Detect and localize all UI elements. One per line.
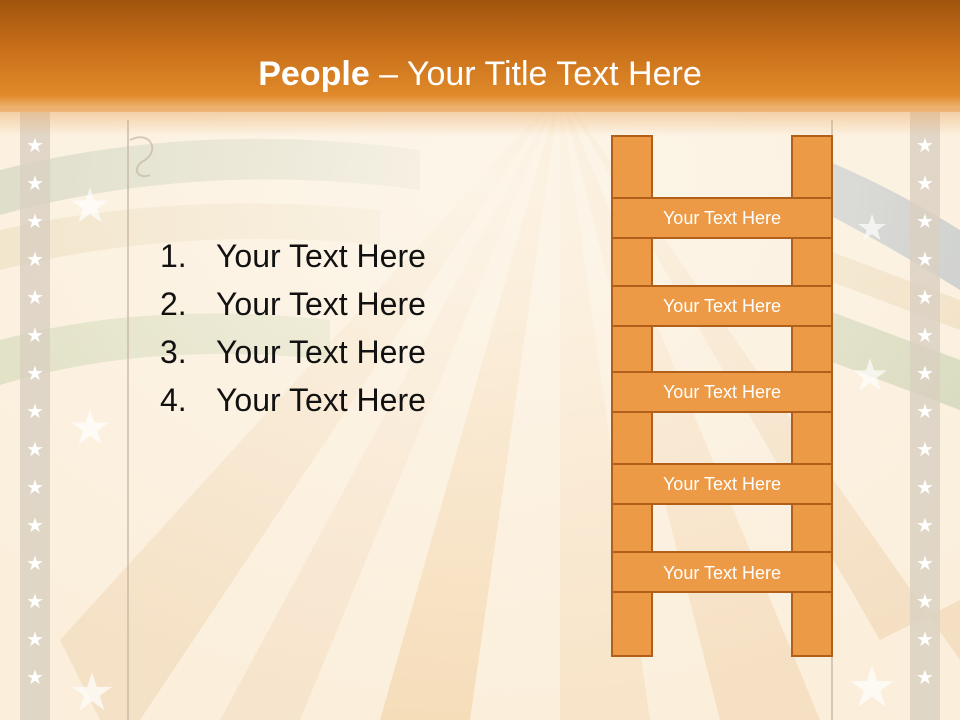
slide-title: People – Your Title Text Here [0, 52, 960, 96]
svg-text:★: ★ [916, 285, 934, 309]
list-text: Your Text Here [216, 238, 426, 274]
list-number: 4. [160, 382, 187, 418]
title-banner-fade [0, 108, 960, 136]
ladder-rung-label: Your Text Here [662, 296, 782, 316]
ladder-rung [611, 463, 833, 505]
svg-text:★: ★ [916, 399, 934, 423]
ladder-rung [611, 371, 833, 413]
ladder-rail-segment [791, 325, 833, 373]
svg-text:★: ★ [26, 171, 44, 195]
list-item: 2. Your Text Here [160, 280, 426, 328]
ladder-rail-segment [791, 237, 833, 287]
list-item: 1. Your Text Here [160, 232, 426, 280]
svg-text:★: ★ [26, 551, 44, 575]
svg-text:★: ★ [916, 247, 934, 271]
svg-text:★: ★ [26, 133, 44, 157]
ladder-rung-label: Your Text Here [662, 382, 782, 402]
ladder-rail-segment [611, 503, 653, 553]
svg-text:★: ★ [847, 655, 897, 720]
svg-text:★: ★ [916, 475, 934, 499]
svg-text:★: ★ [69, 663, 116, 720]
svg-text:★: ★ [68, 400, 111, 456]
ladder-rung [611, 285, 833, 327]
numbered-list: 1. Your Text Here 2. Your Text Here 3. Your… [160, 232, 426, 424]
list-item: 3. Your Text Here [160, 328, 426, 376]
svg-text:★: ★ [26, 665, 44, 689]
list-number: 1. [160, 238, 187, 274]
svg-text:★: ★ [916, 437, 934, 461]
svg-text:★: ★ [916, 513, 934, 537]
svg-text:★: ★ [916, 323, 934, 347]
ladder-rail-segment [611, 591, 653, 657]
title-rest: – Your Title Text Here [369, 55, 702, 93]
svg-text:★: ★ [26, 589, 44, 613]
list-number: 2. [160, 286, 187, 322]
svg-text:★: ★ [856, 208, 888, 249]
svg-text:★: ★ [26, 361, 44, 385]
svg-text:★: ★ [26, 285, 44, 309]
ladder-rung-label: Your Text Here [662, 563, 782, 583]
svg-text:★: ★ [26, 399, 44, 423]
svg-text:★: ★ [916, 551, 934, 575]
svg-text:★: ★ [26, 475, 44, 499]
title-banner [0, 0, 960, 112]
ladder-rail-segment [791, 503, 833, 553]
ladder-rail-segment [611, 325, 653, 373]
svg-text:★: ★ [850, 350, 889, 401]
title-bold: People [258, 55, 370, 93]
list-text: Your Text Here [216, 286, 426, 322]
ladder-rail-segment [791, 135, 833, 199]
svg-text:★: ★ [916, 361, 934, 385]
svg-text:★: ★ [26, 209, 44, 233]
ladder-rail-segment [611, 237, 653, 287]
svg-text:★: ★ [26, 247, 44, 271]
ladder-rail-segment [611, 411, 653, 465]
svg-text:★: ★ [26, 323, 44, 347]
svg-text:★: ★ [916, 133, 934, 157]
list-number: 3. [160, 334, 187, 370]
svg-text:★: ★ [916, 209, 934, 233]
ladder-rung [611, 551, 833, 593]
ladder-rung-label: Your Text Here [662, 208, 782, 228]
svg-text:★: ★ [26, 437, 44, 461]
svg-text:★: ★ [916, 171, 934, 195]
svg-text:★: ★ [916, 627, 934, 651]
svg-text:★: ★ [68, 178, 111, 234]
list-text: Your Text Here [216, 334, 426, 370]
svg-text:★: ★ [916, 589, 934, 613]
ladder-rail-segment [791, 411, 833, 465]
ladder-rung [611, 197, 833, 239]
list-item: 4. Your Text Here [160, 376, 426, 424]
svg-text:★: ★ [916, 665, 934, 689]
svg-text:★: ★ [26, 627, 44, 651]
svg-text:★: ★ [26, 513, 44, 537]
list-text: Your Text Here [216, 382, 426, 418]
ladder-rail-segment [611, 135, 653, 199]
ladder-rung-label: Your Text Here [662, 474, 782, 494]
ladder-rail-segment [791, 591, 833, 657]
